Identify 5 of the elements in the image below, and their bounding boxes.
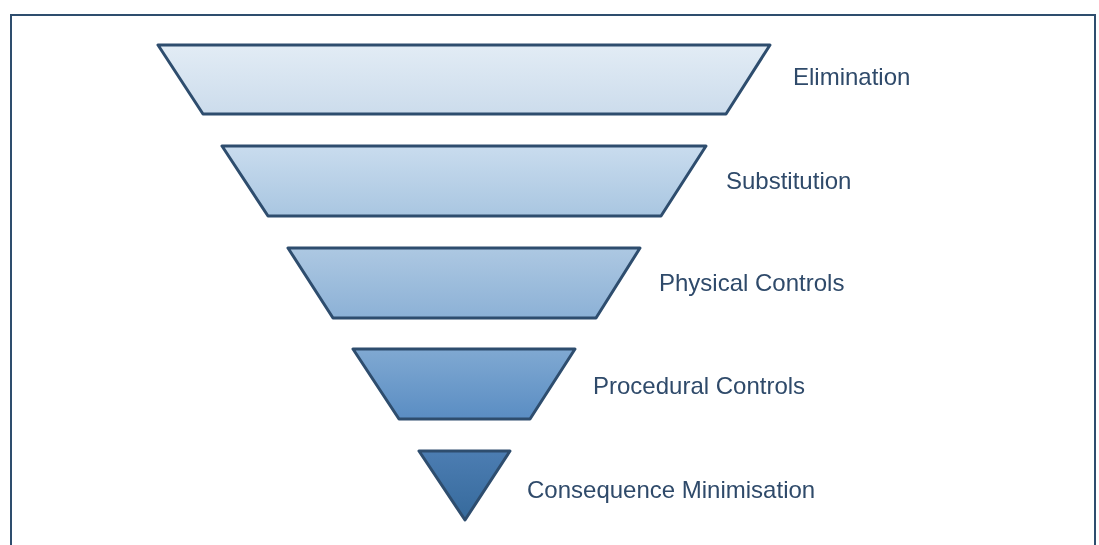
level-label: Substitution <box>726 167 852 195</box>
level-label: Elimination <box>793 63 911 91</box>
level-label: Consequence Minimisation <box>527 476 816 504</box>
level-label: Physical Controls <box>659 269 845 297</box>
level-label: Procedural Controls <box>593 372 806 400</box>
